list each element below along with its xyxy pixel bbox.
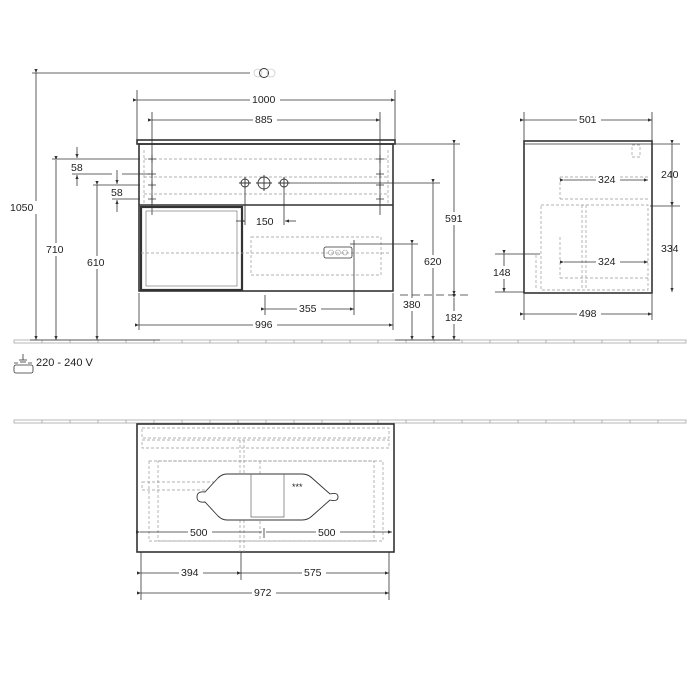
dim-500-left: 500 [190,527,208,539]
dim-240: 240 [661,169,679,181]
front-view: 1050 1050 710 610 58 58 1000 885 [8,68,470,340]
dim-355: 355 [299,303,317,315]
dim-885: 885 [255,114,273,126]
dim-380: 380 [403,299,421,311]
socket-ground-icon [13,354,34,374]
dim-58-top: 58 [71,162,83,174]
dim-972: 972 [254,587,272,599]
dim-324-upper: 324 [598,174,616,186]
dim-620: 620 [424,256,442,268]
note-marker: *** [292,482,303,492]
svg-text:1050: 1050 [10,202,34,214]
floor-line-bottom [13,419,687,424]
dim-58-second: 58 [111,187,123,199]
dim-610: 610 [87,257,105,269]
light-fixture-icon [253,68,276,78]
side-view: 501 324 324 240 334 148 498 [491,112,680,320]
dim-150: 150 [256,216,274,228]
dim-710: 710 [46,244,64,256]
dim-501: 501 [579,114,597,126]
dim-500-right: 500 [318,527,336,539]
dim-394: 394 [181,567,199,579]
dim-1000: 1000 [252,94,276,106]
voltage-label: 220 - 240 V [36,357,93,369]
dim-324-lower: 324 [598,256,616,268]
crosshair-markers [148,155,384,203]
dim-591: 591 [445,213,463,225]
socket-icon [323,246,353,259]
dim-182: 182 [445,312,463,324]
top-view: *** 500 500 394 575 972 [136,423,395,600]
dim-148: 148 [493,267,511,279]
floor-line-top [13,339,687,344]
dim-996: 996 [255,319,273,331]
tap-hole-icons [239,175,290,191]
dim-575: 575 [304,567,322,579]
dim-334: 334 [661,243,679,255]
dim-498: 498 [579,308,597,320]
basin-outline [196,473,339,521]
